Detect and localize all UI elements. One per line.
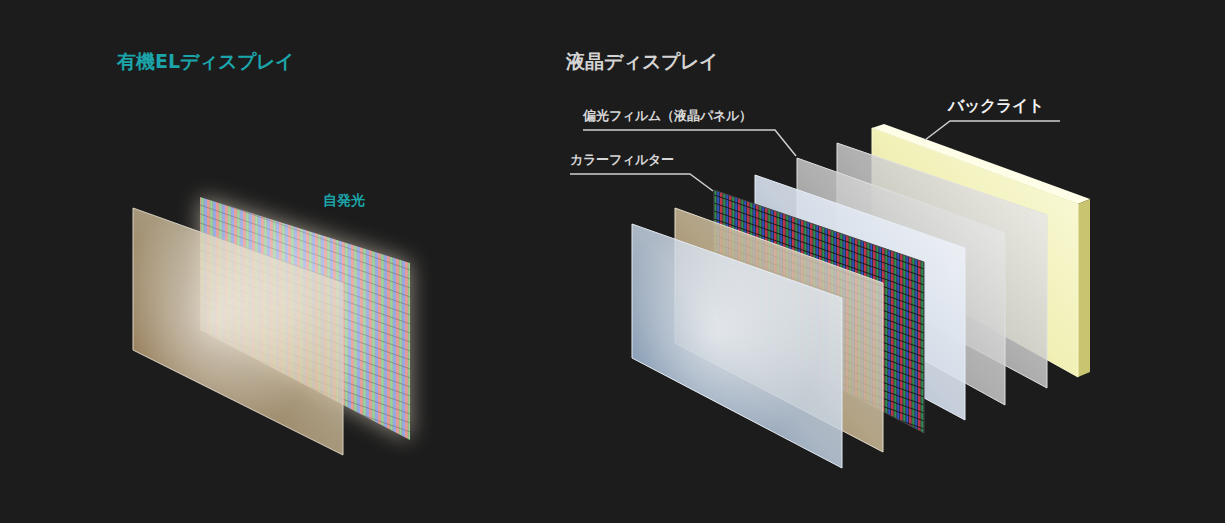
part-label: バックライト	[948, 96, 1044, 115]
part-label: 偏光フィルム（液晶パネル）	[583, 108, 752, 124]
lcd-heading: 液晶ディスプレイ	[566, 50, 718, 73]
part-label: カラーフィルター	[570, 152, 674, 168]
emission-label: 自発光	[323, 192, 365, 209]
oled-heading: 有機ELディスプレイ	[117, 50, 294, 73]
